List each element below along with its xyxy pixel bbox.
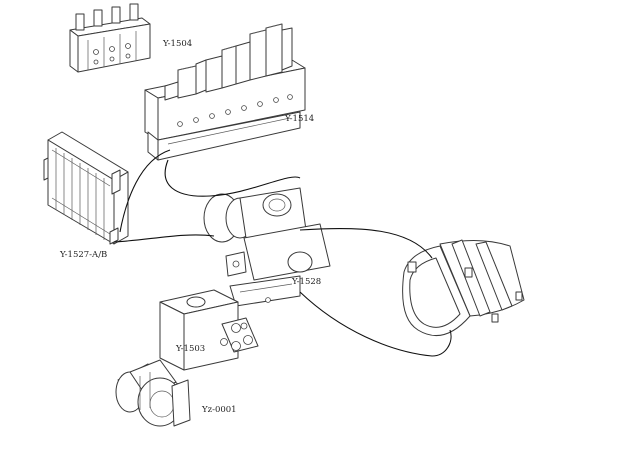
oil-cooler-y1527 xyxy=(43,131,129,245)
motor-yz0001 xyxy=(115,359,191,427)
hose-manifold-to-cooler xyxy=(119,149,171,233)
hose-pump-to-tank-lower xyxy=(299,291,452,357)
label-yz0001: Yz-0001 xyxy=(201,405,237,415)
valve-block-y1503 xyxy=(159,289,259,371)
hydraulic-hoses xyxy=(113,149,452,357)
label-y1504: Y-1504 xyxy=(162,39,192,49)
hose-pump-to-tank-upper xyxy=(299,227,433,259)
label-y1527: Y-1527-A/B xyxy=(59,250,107,260)
label-y1514: Y-1514 xyxy=(284,114,314,124)
pump-unit-y1528 xyxy=(203,187,331,307)
label-y1503: Y-1503 xyxy=(175,344,205,354)
hose-cooler-to-pump xyxy=(113,234,215,243)
hose-manifold-to-pump xyxy=(164,159,301,197)
valve-manifold-y1514 xyxy=(144,23,306,161)
valve-stack-y1504 xyxy=(69,3,151,73)
label-y1528: Y-1528 xyxy=(291,277,321,287)
oil-tank xyxy=(402,239,525,337)
